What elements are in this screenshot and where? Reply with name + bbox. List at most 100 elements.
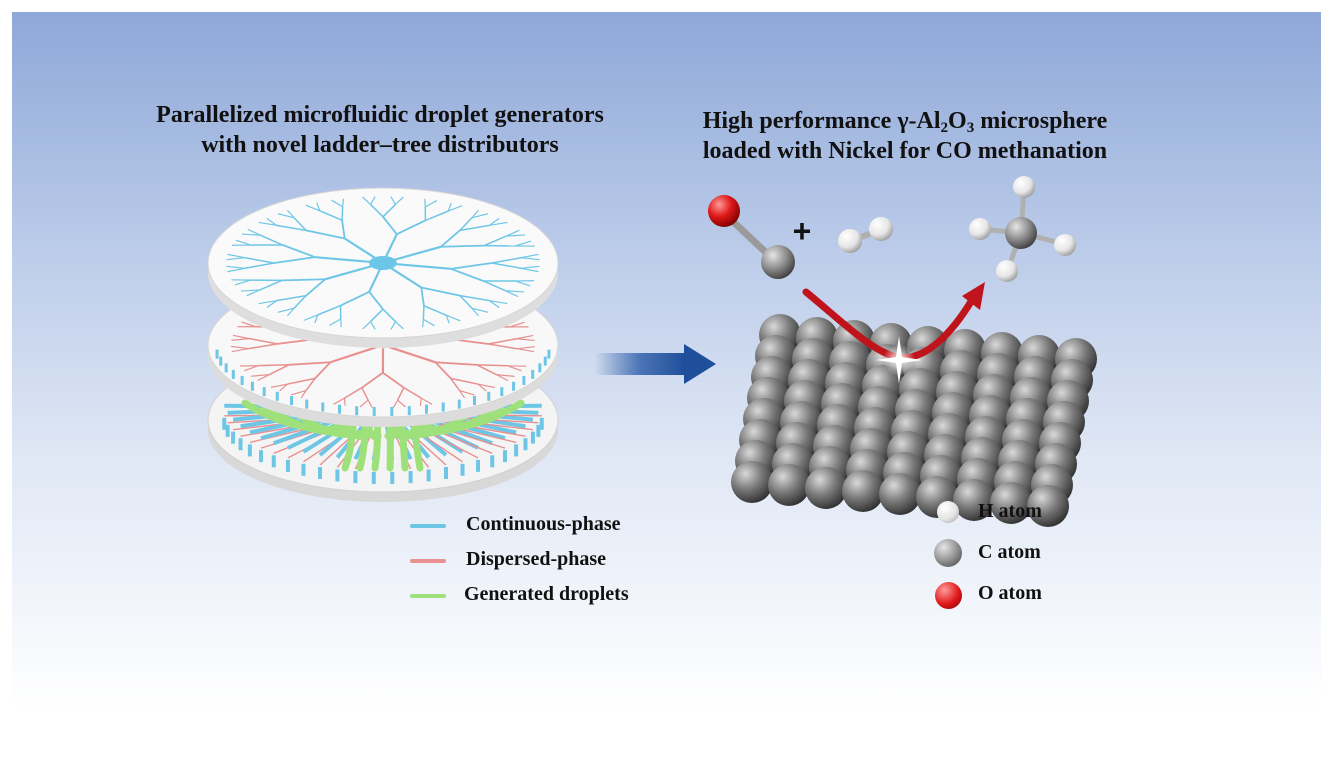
channel-branch bbox=[288, 361, 331, 366]
left-title-line1: Parallelized microfluidic droplet genera… bbox=[156, 102, 604, 128]
channel-branch bbox=[268, 364, 290, 376]
generated-droplets-label: Generated droplets bbox=[464, 583, 629, 605]
channel-trunk bbox=[388, 346, 436, 364]
channel-outlet bbox=[505, 229, 520, 237]
channel-branch bbox=[319, 210, 343, 221]
channel-trunk bbox=[389, 245, 442, 263]
channel-outlet bbox=[395, 321, 404, 330]
channel-branch bbox=[421, 286, 461, 297]
right-title-line1-text-c: microsphere bbox=[974, 108, 1108, 134]
channel-branch bbox=[273, 256, 316, 264]
channel-outlet bbox=[343, 398, 346, 406]
channel-outlet bbox=[448, 205, 463, 212]
connector-pin bbox=[424, 404, 428, 414]
outlet-pin bbox=[490, 455, 495, 468]
channel-outlet bbox=[390, 196, 396, 205]
channel-outlet bbox=[241, 321, 257, 328]
outlet-pin bbox=[502, 450, 507, 463]
channel-branch bbox=[305, 377, 316, 391]
channel-branch bbox=[488, 338, 517, 345]
outlet-pin bbox=[318, 466, 323, 479]
outlet-pin bbox=[443, 466, 448, 479]
connector-pin bbox=[407, 406, 411, 416]
channel-outlet bbox=[489, 300, 500, 309]
channel-branch bbox=[440, 244, 484, 248]
channel-branch bbox=[361, 387, 369, 401]
channel-outlet bbox=[423, 318, 435, 327]
channel-outlet bbox=[226, 257, 246, 261]
channel-branch bbox=[276, 294, 307, 302]
channel-outlet bbox=[509, 321, 525, 328]
channel-outlet bbox=[227, 267, 246, 273]
channel-outlet bbox=[300, 390, 307, 399]
connector-pin bbox=[219, 356, 223, 366]
connector-pin bbox=[305, 399, 309, 409]
channel-outlet bbox=[422, 319, 424, 328]
channel-branch bbox=[422, 305, 425, 320]
channel-outlet bbox=[515, 240, 532, 247]
channel-outlet bbox=[459, 390, 466, 399]
channel-branch bbox=[382, 203, 396, 218]
connector-pin bbox=[262, 387, 266, 397]
channel-outlet bbox=[445, 315, 450, 324]
connector-pin bbox=[355, 406, 359, 416]
channel-outlet bbox=[471, 213, 489, 219]
channel-outlet bbox=[520, 253, 539, 259]
outlet-pin bbox=[460, 463, 465, 476]
outlet-pin bbox=[539, 417, 544, 430]
connector-pin bbox=[538, 363, 542, 373]
channel-trunk bbox=[390, 262, 452, 270]
connector-pin bbox=[522, 376, 526, 386]
channel-outlet bbox=[246, 289, 261, 297]
connector-pin bbox=[250, 381, 254, 391]
channel-outlet bbox=[316, 202, 321, 211]
hydrogen-atom bbox=[996, 260, 1018, 282]
droplet-channel bbox=[415, 399, 525, 433]
channel-outlet bbox=[303, 314, 318, 321]
channel-outlet bbox=[359, 399, 369, 408]
channel-branch bbox=[293, 217, 307, 231]
channel-branch bbox=[420, 287, 425, 306]
channel-outlet bbox=[477, 383, 487, 392]
carbon-atom bbox=[761, 245, 795, 279]
channel-outlet bbox=[446, 314, 461, 322]
channel-outlet bbox=[517, 346, 536, 350]
channel-branch bbox=[305, 278, 326, 297]
channel-branch bbox=[341, 220, 346, 239]
channel-outlet bbox=[489, 300, 508, 305]
connector-pin bbox=[240, 376, 244, 386]
channel-outlet bbox=[459, 389, 475, 396]
h-atom-label: H atom bbox=[978, 500, 1042, 522]
outlet-pin bbox=[353, 471, 358, 484]
channel-outlet bbox=[507, 365, 522, 372]
channel-trunk bbox=[383, 233, 398, 261]
channel-outlet bbox=[397, 399, 406, 408]
channel-outlet bbox=[241, 233, 261, 236]
hydrogen-atom bbox=[969, 218, 991, 240]
channel-branch bbox=[382, 216, 398, 235]
channel-outlet bbox=[277, 213, 295, 219]
channel-branch bbox=[459, 295, 473, 309]
right-title-line1-text-b: O bbox=[948, 108, 967, 134]
channel-outlet bbox=[496, 374, 509, 382]
channel-outlet bbox=[520, 257, 540, 261]
channel-outlet bbox=[489, 221, 508, 226]
continuous-phase-label: Continuous-phase bbox=[466, 513, 621, 535]
outlet-pin bbox=[426, 469, 431, 482]
connector-pin bbox=[441, 402, 445, 412]
channel-branch bbox=[260, 234, 283, 246]
right-title-line1-text-a: High performance γ-Al bbox=[702, 108, 941, 134]
right-title-subscript-2: 2 bbox=[940, 120, 949, 136]
top-disc bbox=[207, 187, 559, 348]
channel-branch bbox=[305, 229, 345, 240]
chip-stack bbox=[207, 187, 559, 502]
channel-branch bbox=[423, 305, 447, 316]
plus-sign: + bbox=[793, 213, 812, 249]
nickel-sphere bbox=[805, 467, 847, 509]
channel-branch bbox=[459, 217, 473, 231]
channel-outlet bbox=[471, 307, 489, 313]
channel-branch bbox=[282, 244, 316, 259]
outlet-pin bbox=[476, 459, 481, 472]
channel-branch bbox=[450, 377, 479, 385]
